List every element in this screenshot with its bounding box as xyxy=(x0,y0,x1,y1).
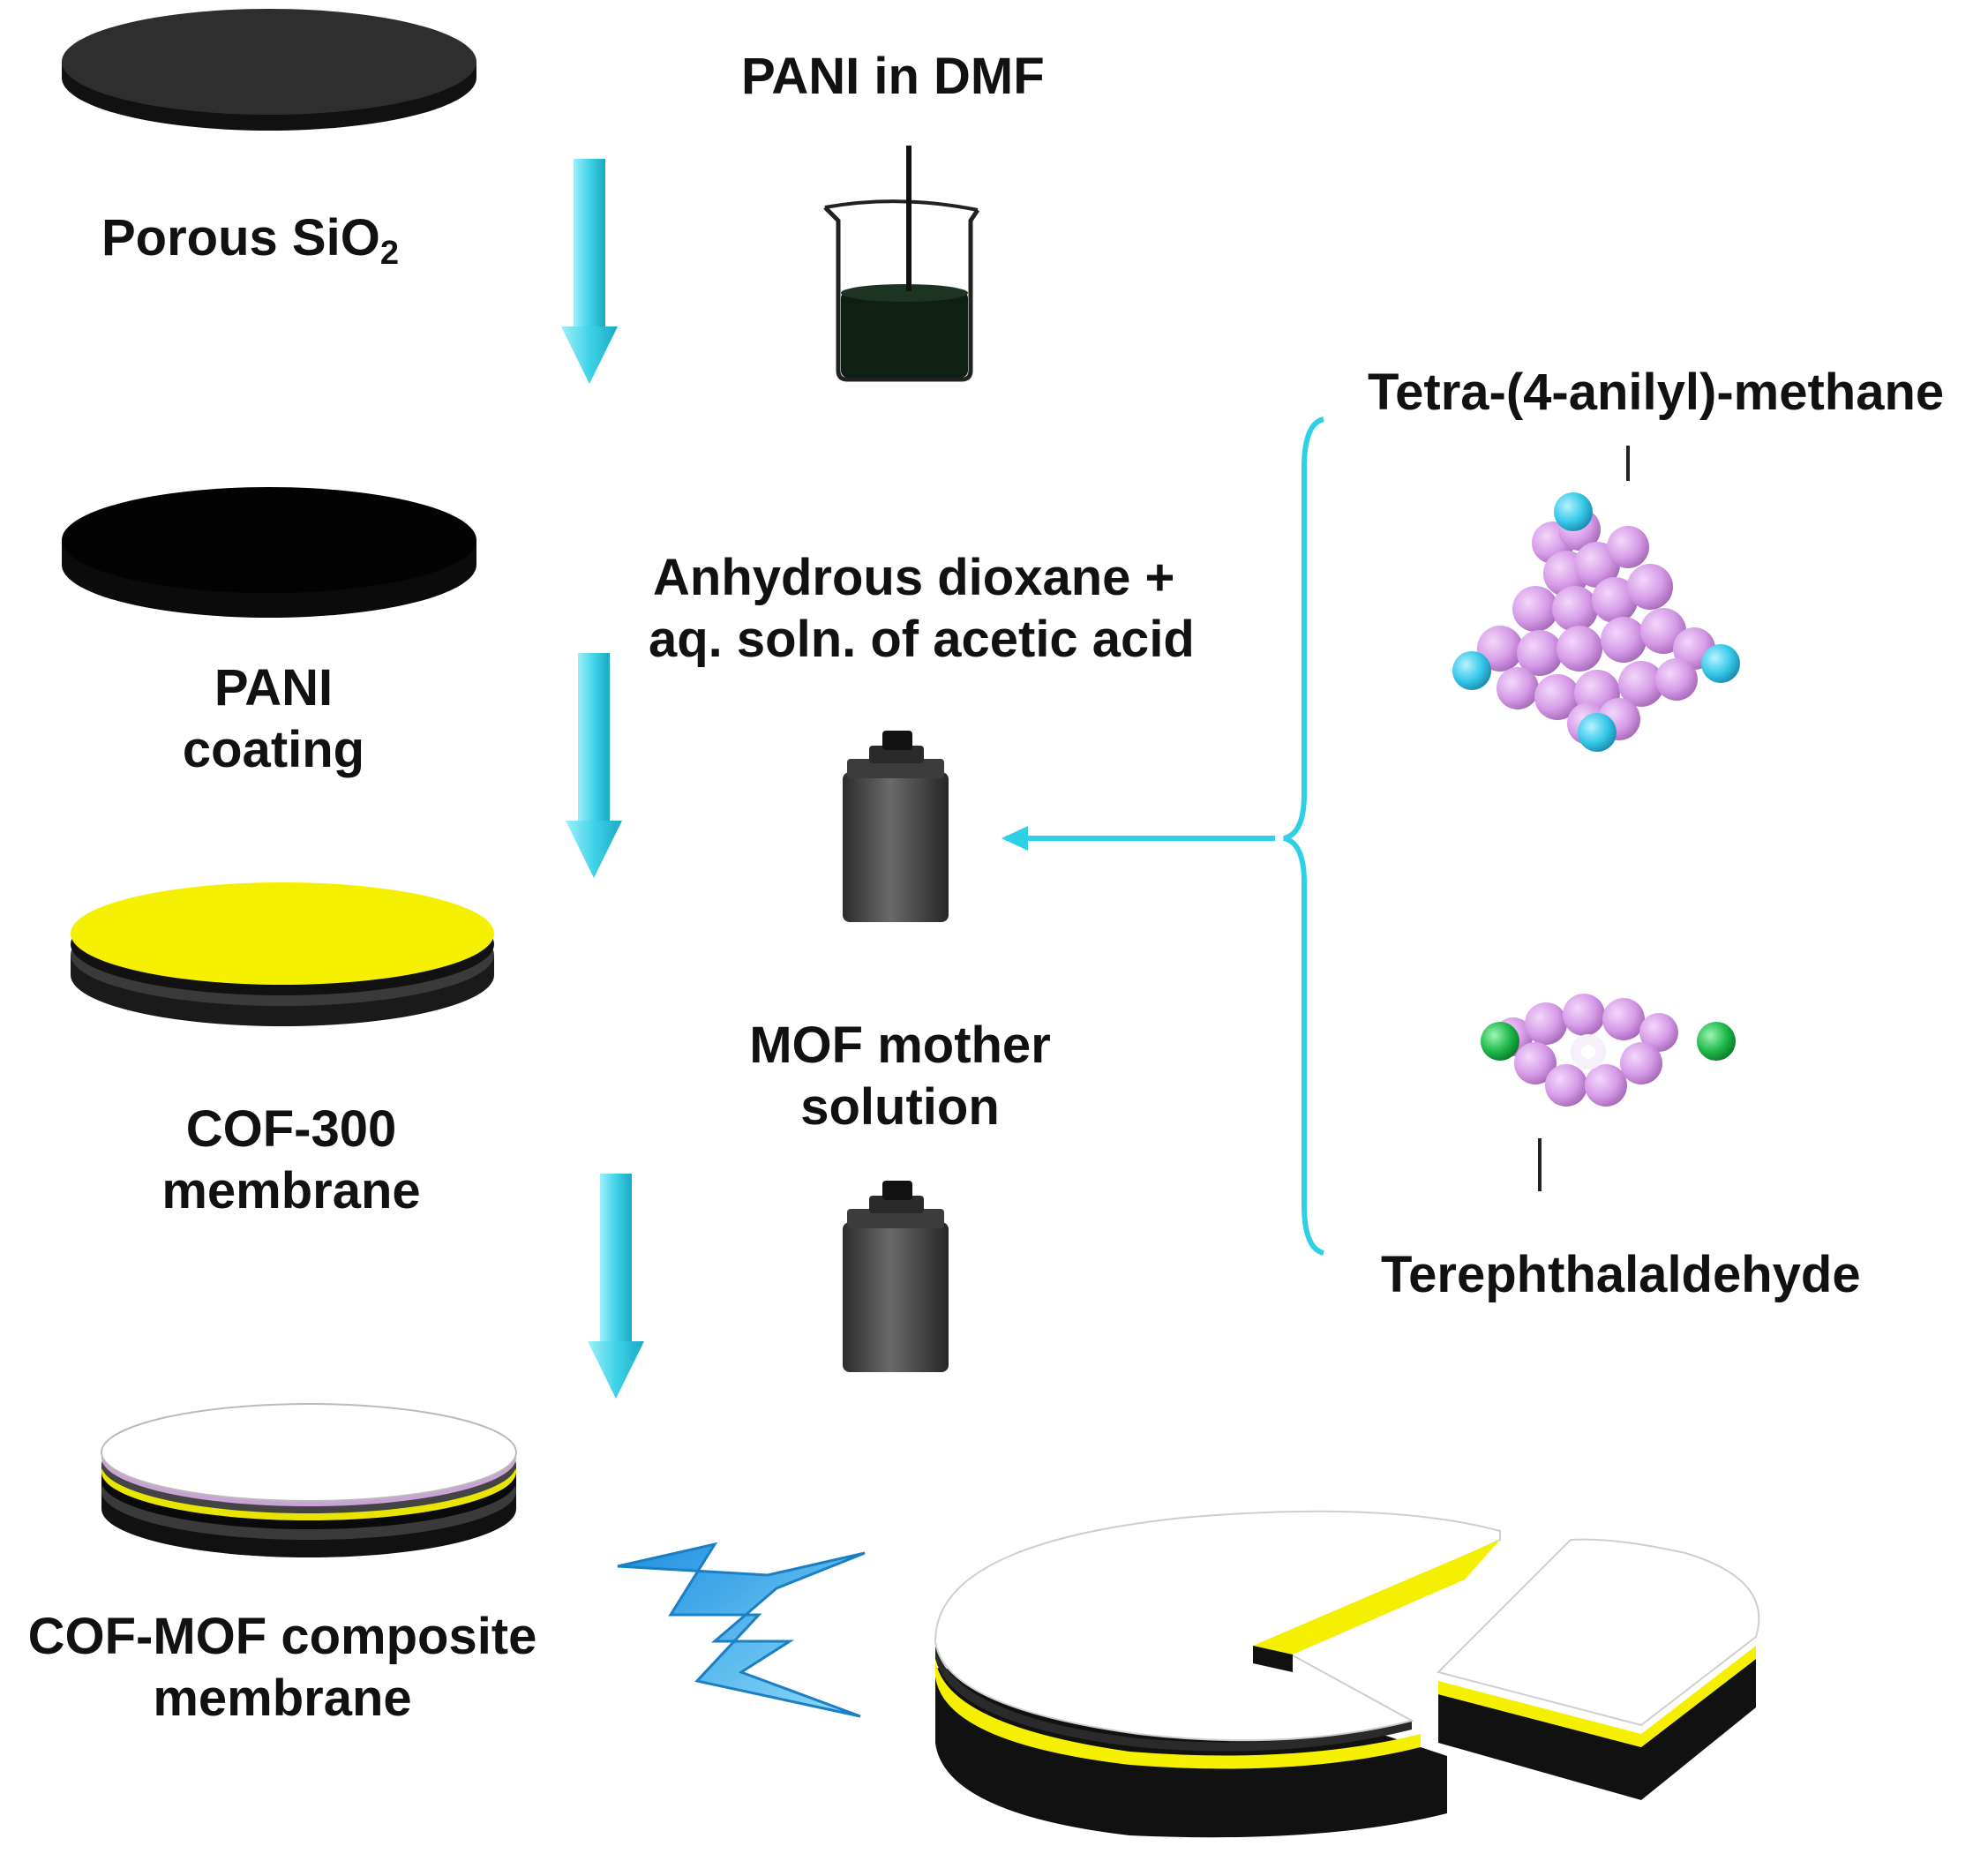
label-composite-line1: COF-MOF composite xyxy=(27,1608,537,1665)
label-solvent-line1: Anhydrous dioxane + xyxy=(653,549,1175,606)
terephthalaldehyde-molecule xyxy=(1481,994,1736,1191)
down-arrow-1 xyxy=(561,159,618,384)
autoclave-icon-2 xyxy=(843,1181,949,1372)
reagent-brace xyxy=(1283,416,1324,1256)
tetra-anilyl-methane-molecule xyxy=(1452,446,1740,752)
label-porous-sio2: Porous SiO2 xyxy=(101,207,399,274)
beaker-icon xyxy=(823,146,980,382)
broken-membrane xyxy=(934,1510,1760,1838)
down-arrow-2 xyxy=(566,653,622,878)
label-cof300-line2: membrane xyxy=(161,1161,421,1219)
feed-arrow xyxy=(1002,826,1275,851)
label-cof300-line1: COF-300 xyxy=(185,1100,397,1158)
label-mof-line2: solution xyxy=(800,1077,1000,1136)
lightning-icon xyxy=(617,1542,866,1718)
label-porous-sio2-text: Porous SiO xyxy=(101,209,380,266)
label-solvent-line2: aq. soln. of acetic acid xyxy=(649,610,1195,668)
label-pani-coating-line2: coating xyxy=(182,720,365,778)
cof300-disc xyxy=(71,882,494,1026)
label-solvent: Anhydrous dioxane + aq. soln. of acetic … xyxy=(649,547,1195,670)
cof-mof-disc xyxy=(101,1403,517,1557)
pani-coating-disc xyxy=(62,487,476,618)
label-terephthalaldehyde: Terephthalaldehyde xyxy=(1381,1246,1861,1303)
label-mof-line1: MOF mother xyxy=(749,1017,1051,1074)
label-pani-coating-line1: PANI xyxy=(214,659,334,717)
label-pani-coating: PANI coating xyxy=(181,657,366,780)
label-cof300: COF-300 membrane xyxy=(132,1099,450,1221)
label-pani-in-dmf: PANI in DMF xyxy=(741,48,1045,105)
label-composite: COF-MOF composite membrane xyxy=(9,1606,556,1729)
autoclave-icon-1 xyxy=(843,731,949,922)
label-mof: MOF mother solution xyxy=(732,1015,1068,1137)
label-porous-sio2-subscript: 2 xyxy=(379,235,399,272)
label-composite-line2: membrane xyxy=(153,1669,412,1727)
porous-sio2-disc xyxy=(62,9,476,131)
down-arrow-3 xyxy=(588,1174,644,1399)
label-tetra-anilyl-methane: Tetra-(4-anilyl)-methane xyxy=(1368,364,1945,421)
